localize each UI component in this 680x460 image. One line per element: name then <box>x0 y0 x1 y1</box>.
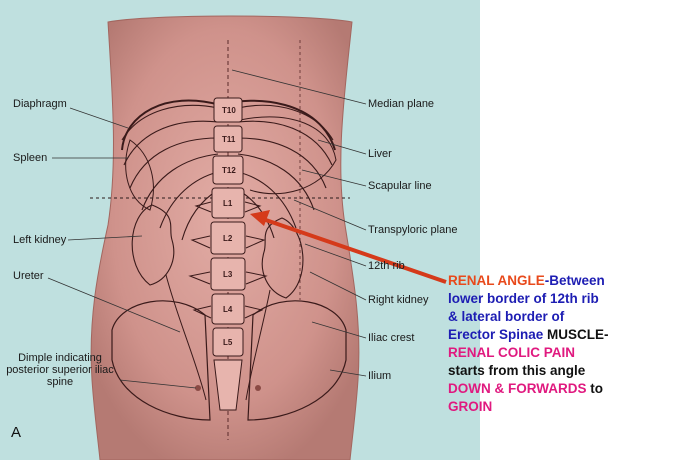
spleen-shape <box>125 139 154 211</box>
annotation-line-6: starts from this angle <box>448 363 586 378</box>
label-left-kidney: Left kidney <box>13 234 67 246</box>
ureter-left <box>165 274 207 401</box>
vertebra-label: T12 <box>222 166 236 175</box>
vertebra-label: L1 <box>223 199 233 208</box>
vertebra-label: L3 <box>223 270 233 279</box>
annotation-line-1: RENAL ANGLE-Between <box>448 272 680 290</box>
annotation-line-3: & lateral border of <box>448 309 565 324</box>
left-kidney-shape <box>131 204 175 286</box>
renal-angle-heading: RENAL ANGLE <box>448 273 545 288</box>
annotation-erector-spinae: Erector Spinae <box>448 327 544 342</box>
anatomy-figure: T10 T11 T12 L1 L2 L3 L4 L5 Diaphragm Spl… <box>0 0 480 460</box>
leader-lines <box>47 69 367 389</box>
renal-angle-annotation: RENAL ANGLE-Between lower border of 12th… <box>448 272 680 416</box>
vertebra-label: L4 <box>223 305 233 314</box>
annotation-line-8: GROIN <box>448 399 493 414</box>
ilium-left <box>111 300 211 421</box>
label-ilium: Ilium <box>368 370 392 382</box>
annotation-down-forwards: DOWN & FORWARDS <box>448 381 587 396</box>
label-dimple: Dimple indicating posterior superior ili… <box>6 352 114 388</box>
annotation-line-4: Erector Spinae MUSCLE- <box>448 326 680 344</box>
annotation-line-7: DOWN & FORWARDS to <box>448 380 680 398</box>
annotation-muscle: MUSCLE- <box>543 327 609 342</box>
liver-shape <box>239 116 337 195</box>
label-right-kidney: Right kidney <box>368 294 429 306</box>
dimple-left <box>195 385 201 391</box>
ribs-left <box>121 104 219 241</box>
right-kidney-shape <box>261 217 304 299</box>
label-scapular-line: Scapular line <box>368 180 432 192</box>
dimple-right <box>255 385 261 391</box>
vertebral-column <box>210 97 246 411</box>
annotation-line-5: RENAL COLIC PAIN <box>448 345 576 360</box>
label-liver: Liver <box>368 148 392 160</box>
panel-letter: A <box>11 424 22 441</box>
back-illustration <box>47 15 447 460</box>
vertebra-label: T11 <box>222 135 236 144</box>
label-12th-rib: 12th rib <box>368 260 405 272</box>
vertebra-label: L5 <box>223 338 233 347</box>
label-transpyloric-plane: Transpyloric plane <box>368 224 458 236</box>
transverse-processes <box>188 201 268 319</box>
vertebra-label: L2 <box>223 234 233 243</box>
annotation-between: -Between <box>544 273 605 288</box>
ilium-right <box>247 300 347 421</box>
label-ureter: Ureter <box>13 270 44 282</box>
renal-angle-pointer <box>250 210 447 284</box>
ureter-right <box>245 289 271 401</box>
vertebra-label: T10 <box>222 106 236 115</box>
annotation-line-2: lower border of 12th rib <box>448 291 599 306</box>
annotation-to: to <box>586 381 603 396</box>
label-iliac-crest: Iliac crest <box>368 332 415 344</box>
label-diaphragm: Diaphragm <box>13 98 67 110</box>
label-median-plane: Median plane <box>368 98 435 110</box>
label-spleen: Spleen <box>13 152 48 164</box>
ribs-right <box>237 104 334 239</box>
